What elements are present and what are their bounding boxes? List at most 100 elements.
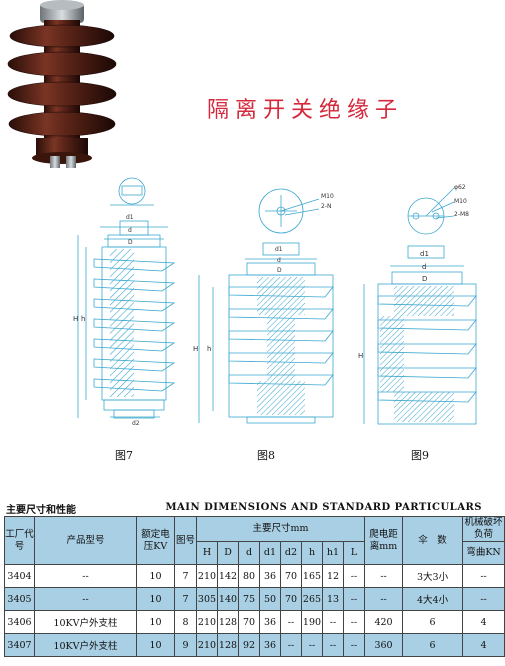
header-dim-D: D (217, 541, 239, 565)
page-title: 隔离开关绝缘子 (207, 98, 404, 123)
header-sheds: 伞 数 (402, 516, 464, 565)
fig9-2m8: 2-M8 (454, 211, 469, 218)
cell-voltage: 10 (136, 564, 175, 588)
cell-dim: 13 (322, 587, 344, 611)
cell-dim: -- (342, 610, 366, 634)
fig8-m10: M10 (321, 193, 334, 200)
fig7-h: h (81, 315, 85, 323)
drawing-fig7: d1 d D H h d2 (73, 177, 176, 427)
cell-dim: 50 (259, 587, 281, 611)
header-dim-h: h (301, 541, 323, 565)
cell-code: 3405 (4, 587, 35, 611)
cell-voltage: 10 (136, 633, 175, 657)
cell-dim: -- (322, 610, 344, 634)
cell-dim: 70 (238, 610, 260, 634)
header-fig: 图号 (174, 516, 197, 565)
fig9-D: D (422, 275, 427, 283)
header-dim-h1: h1 (322, 541, 344, 565)
cell-fig: 8 (174, 610, 197, 634)
cell-fig: 9 (174, 633, 197, 657)
cell-dim: 128 (217, 633, 239, 657)
cell-dim: 12 (322, 564, 344, 588)
cell-dim: 128 (217, 610, 239, 634)
cell-dim: 210 (196, 564, 218, 588)
section-title-cn: 主要尺寸和性能 (6, 505, 76, 516)
fig8-h: h (207, 345, 211, 353)
cell-model: -- (34, 564, 137, 588)
fig9-d1: d1 (420, 250, 429, 258)
cell-fig: 7 (174, 564, 197, 588)
header-model: 产品型号 (34, 516, 137, 565)
cell-dim: 165 (301, 564, 323, 588)
cell-model: 10KV户外支柱 (34, 610, 137, 634)
fig7-D: D (128, 239, 133, 246)
cell-voltage: 10 (136, 587, 175, 611)
cell-dim: 36 (259, 633, 281, 657)
cell-voltage: 10 (136, 610, 175, 634)
cell-dim: 142 (217, 564, 239, 588)
cell-dim: -- (342, 633, 366, 657)
caption-fig7: 图7 (115, 449, 133, 462)
cell-strength: -- (462, 564, 505, 588)
cell-dim: -- (322, 633, 344, 657)
header-strength-bottom: 弯曲KN (462, 541, 505, 565)
fig8-H: H (193, 345, 198, 353)
cell-dim: -- (301, 633, 323, 657)
cell-dim: 75 (238, 587, 260, 611)
header-dims-group: 主要尺寸mm (195, 516, 366, 542)
cell-sheds: 3大3小 (402, 564, 464, 588)
caption-fig9: 图9 (411, 449, 429, 462)
header-creepage: 爬电距离mm (364, 516, 404, 565)
cell-dim: 210 (196, 633, 218, 657)
cell-dim: 36 (259, 564, 281, 588)
cell-sheds: 4大4小 (402, 587, 464, 611)
fig8-d: d (277, 257, 281, 264)
fig9-phi: φ62 (454, 184, 466, 191)
header-dim-L: L (342, 541, 366, 565)
fig8-2n: 2-N (321, 203, 331, 210)
cell-creepage: -- (364, 587, 404, 611)
cell-dim: -- (280, 610, 302, 634)
cell-dim: 92 (238, 633, 260, 657)
cell-dim: 80 (238, 564, 260, 588)
caption-fig8: 图8 (257, 449, 275, 462)
cell-dim: 70 (280, 564, 302, 588)
cell-sheds: 6 (402, 610, 464, 634)
cell-dim: -- (280, 633, 302, 657)
cell-sheds: 6 (402, 633, 464, 657)
cell-dim: 305 (196, 587, 218, 611)
header-dim-d: d (238, 541, 260, 565)
cell-creepage: 420 (364, 610, 404, 634)
cell-dim: 190 (301, 610, 323, 634)
drawing-fig8: M10 2-N d1 d D H h (193, 188, 334, 424)
cell-creepage: 360 (364, 633, 404, 657)
cell-strength: 4 (462, 610, 505, 634)
insulator-photo (7, 0, 117, 168)
section-title-en: MAIN DIMENSIONS AND STANDARD PARTICULARS (165, 502, 482, 513)
cell-strength: 4 (462, 633, 505, 657)
fig7-d1: d1 (126, 214, 134, 221)
fig7-d: d (128, 227, 132, 234)
header-code: 工厂代号 (4, 516, 35, 565)
cell-strength: -- (462, 587, 505, 611)
header-dim-H: H (196, 541, 218, 565)
fig9-d: d (422, 263, 426, 271)
fig8-D: D (277, 267, 282, 274)
cell-code: 3406 (4, 610, 35, 634)
cell-model: -- (34, 587, 137, 611)
header-strength-top: 机械破坏负荷 (462, 516, 505, 542)
cell-dim: 36 (259, 610, 281, 634)
fig9-m10: M10 (454, 198, 467, 205)
header-voltage: 额定电压KV (136, 516, 175, 565)
dimensions-table: 工厂代号 产品型号 额定电压KV 图号 主要尺寸mm 爬电距离mm 伞 数 机械… (4, 516, 505, 657)
cell-model: 10KV户外支柱 (34, 633, 137, 657)
cell-dim: -- (342, 587, 366, 611)
cell-code: 3407 (4, 633, 35, 657)
fig7-d2: d2 (132, 420, 140, 427)
cell-code: 3404 (4, 564, 35, 588)
drawing-fig9: φ62 M10 2-M8 d1 d D H (358, 184, 477, 425)
